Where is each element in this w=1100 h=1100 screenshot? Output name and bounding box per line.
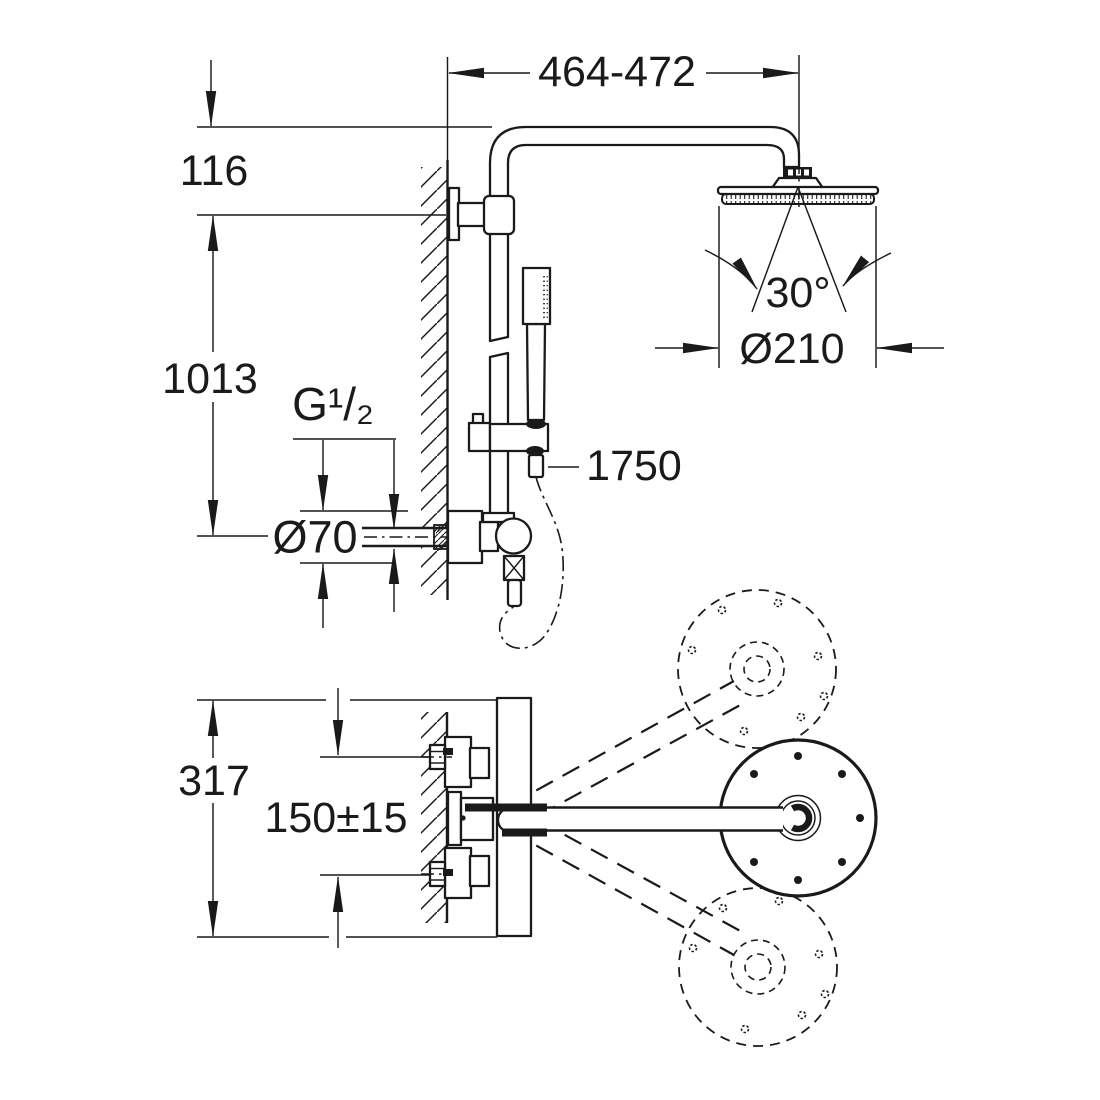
side-view: 30° 464-472 116 1013 G¹/₂ <box>162 48 944 650</box>
head-dia-label: Ø210 <box>739 325 844 373</box>
screws-upper <box>687 598 829 736</box>
screw-mark <box>740 1024 750 1034</box>
screw <box>856 814 864 822</box>
riser-height-label: 1013 <box>162 355 258 403</box>
hand-shower <box>467 266 552 479</box>
overhead-shower <box>716 167 880 205</box>
screws-lower <box>688 896 830 1034</box>
screw-mark <box>796 712 806 722</box>
screw <box>750 858 758 866</box>
dim-arm-reach: 464-472 <box>448 48 799 96</box>
hose-outlet-nipple <box>506 578 523 608</box>
valve-plan-body <box>421 696 533 938</box>
knurl-highlight-1 <box>788 169 793 176</box>
screw-mark <box>774 896 784 906</box>
outlet-center-mark <box>460 815 466 821</box>
dashed-hub-outer-upper <box>729 641 785 697</box>
inlet-spacing-label: 150±15 <box>264 794 407 842</box>
spray-angle-left-arrow <box>704 249 758 290</box>
stub-seal-lower <box>443 869 453 876</box>
screw-mark <box>739 726 749 736</box>
wall-hatching-plan <box>421 712 447 923</box>
handle-seal <box>526 419 546 429</box>
hub-connector-ring <box>790 803 813 833</box>
hand-shower-handle <box>525 322 547 422</box>
bracket-clamp <box>482 194 516 236</box>
screw-mark <box>717 605 727 615</box>
screw-mark <box>813 651 823 661</box>
dim-head-dia: Ø210 <box>655 206 944 373</box>
screw-mark <box>773 598 783 608</box>
thermostat-valve <box>446 509 533 608</box>
swivel-arm-up-line-1 <box>509 680 735 806</box>
shower-arm-plan <box>465 803 813 837</box>
screw-mark <box>718 903 728 913</box>
screw <box>794 752 802 760</box>
spray-angle-right-line <box>797 186 847 313</box>
screw <box>838 858 846 866</box>
spray-angle-construction: 30° <box>704 55 892 317</box>
dim-riser-height: 1013 <box>162 215 258 536</box>
head-position-lower <box>678 887 838 1047</box>
dim-inlet-spacing: 150±15 <box>264 688 431 948</box>
inlet-step-upper <box>468 746 491 780</box>
hose-length-label: 1750 <box>586 442 682 490</box>
bracket-arm <box>456 201 488 228</box>
spray-angle-label: 30° <box>765 269 830 317</box>
thread-label: G¹/₂ <box>292 378 374 430</box>
head-spray-face <box>721 193 875 205</box>
inlet-step-lower <box>468 854 491 888</box>
dashed-head-circle-upper <box>677 589 837 749</box>
dashed-head-circle-lower <box>678 887 838 1047</box>
spray-angle-left-line <box>751 186 799 313</box>
dashed-hub-outer-lower <box>730 939 786 995</box>
screw <box>750 770 758 778</box>
head-screws <box>750 752 864 884</box>
valve-ball-joint <box>494 517 533 555</box>
screw-mark <box>819 691 829 701</box>
valve-escutcheon <box>446 509 484 565</box>
arm-flange-seal-bottom <box>502 828 547 837</box>
dim-escutcheon-dia: Ø70 <box>272 510 408 628</box>
hand-shower-spray-face <box>543 274 548 318</box>
dim-body-height: 317 <box>178 699 497 938</box>
body-height-label: 317 <box>178 757 250 805</box>
hose-connector <box>527 453 545 479</box>
hose-seal <box>526 446 544 456</box>
dim-head-drop: 116 <box>180 60 249 195</box>
outlet-cross-line-2 <box>503 555 525 581</box>
inlet-escutcheon-upper <box>443 735 473 789</box>
stub-seal-upper <box>443 748 453 755</box>
arm-body-fill <box>510 808 783 830</box>
screw <box>794 876 802 884</box>
shower-hose <box>498 476 565 650</box>
screw-mark <box>687 645 697 655</box>
dim-hose-length: 1750 <box>548 442 682 490</box>
inlet-escutcheon-lower <box>443 846 473 900</box>
dashed-hub-inner-lower <box>744 953 772 981</box>
head-position-upper <box>677 589 837 749</box>
screw-mark <box>797 1010 807 1020</box>
swivel-arm-down-line-2 <box>509 830 735 956</box>
screw-mark <box>820 989 830 999</box>
wall-bracket <box>447 186 516 242</box>
escutcheon-dia-label: Ø70 <box>272 512 357 563</box>
dashed-hub-inner-upper <box>743 655 771 683</box>
outlet-escutcheon-middle <box>446 790 463 847</box>
screw-mark <box>688 943 698 953</box>
plan-view: 317 150±15 <box>178 589 878 1047</box>
screw-mark <box>814 949 824 959</box>
spray-angle-right-arrow <box>842 252 892 287</box>
knurl-highlight-3 <box>804 169 809 176</box>
hub-center <box>792 812 804 824</box>
screw <box>838 770 846 778</box>
wall-hatching <box>421 167 447 595</box>
thread-callout: G¹/₂ <box>292 378 400 530</box>
supply-connection <box>362 524 449 550</box>
head-drop-label: 116 <box>180 147 249 195</box>
arm-reach-label: 464-472 <box>538 48 696 96</box>
holder-slider <box>467 421 492 453</box>
arm-flange-seal-top <box>465 803 547 812</box>
